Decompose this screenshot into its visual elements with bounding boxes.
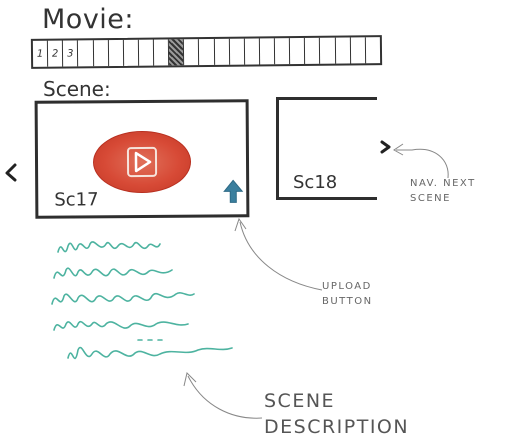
annotation-scene-description: SCENE DESCRIPTION — [264, 390, 410, 438]
chevron-right-icon — [380, 140, 391, 154]
scene-heading: Scene: — [43, 77, 111, 101]
scene-card-current[interactable]: Sc17 — [34, 99, 250, 219]
scene-description-text[interactable] — [48, 232, 258, 382]
next-scene-button[interactable] — [379, 136, 393, 160]
page-title: Movie: — [42, 4, 135, 35]
play-icon — [126, 146, 158, 178]
annotation-nav-next: NAV. NEXT SCENE — [410, 178, 476, 204]
prev-scene-button[interactable] — [4, 161, 18, 189]
scene-card-next[interactable]: Sc18 — [276, 97, 377, 200]
annotation-upload-button: UPLOAD BUTTON — [322, 281, 373, 307]
chevron-left-icon — [5, 163, 17, 182]
scene-label: Sc18 — [293, 172, 338, 193]
upload-button[interactable] — [222, 178, 244, 204]
play-button[interactable] — [92, 130, 192, 194]
upload-arrow-icon — [223, 179, 244, 203]
